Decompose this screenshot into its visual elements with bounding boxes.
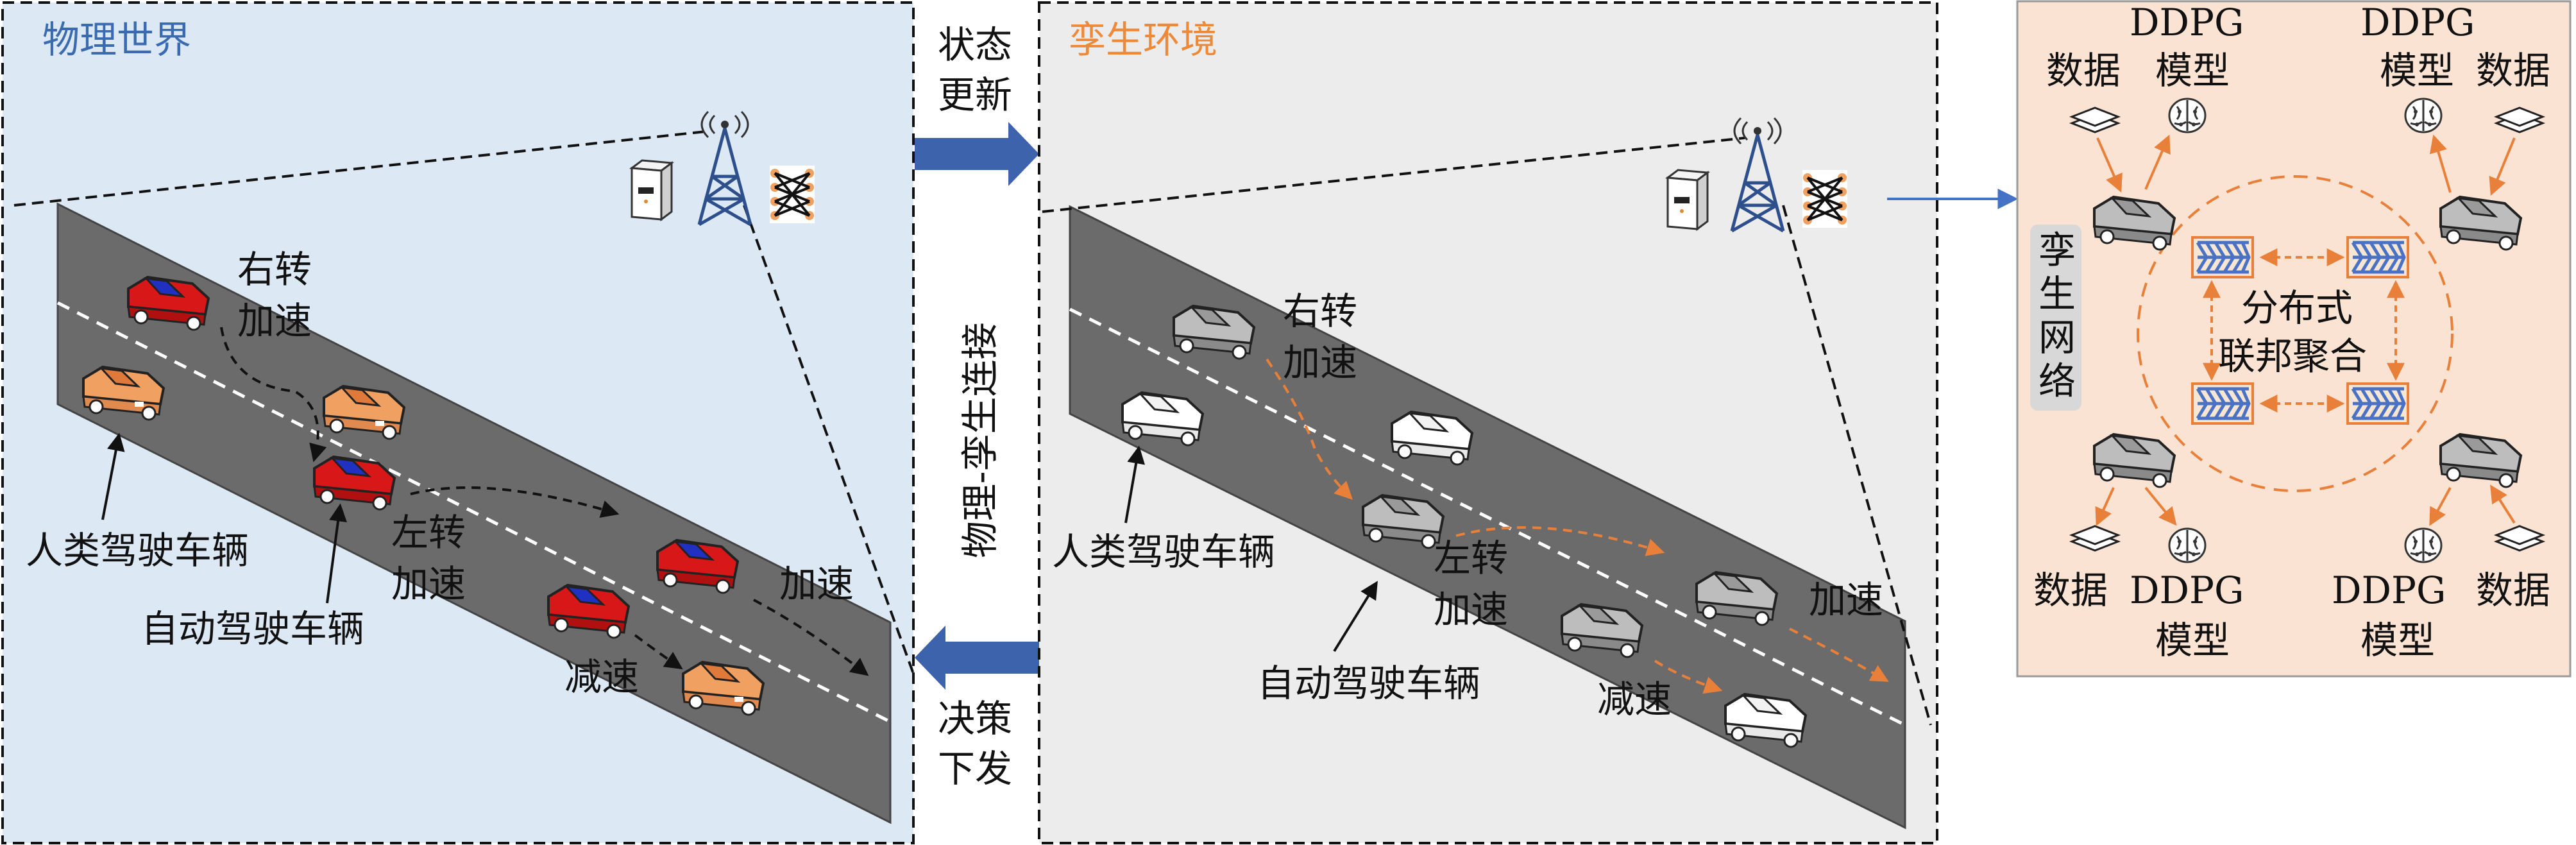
trajectory-arrow bbox=[1455, 526, 1665, 556]
neural-network-icon bbox=[1801, 169, 1849, 229]
label-human-vehicle: 人类驾驶车辆 bbox=[1052, 530, 1275, 574]
bl-model-label-2: 模型 bbox=[2155, 619, 2230, 662]
center-label-1: 分布式 bbox=[2241, 286, 2353, 330]
pointer-arrow bbox=[1124, 445, 1145, 524]
physical-lane-divider bbox=[56, 301, 892, 724]
pointer-arrow bbox=[1333, 581, 1378, 653]
tr-data-label: 数据 bbox=[2476, 49, 2550, 92]
twin-network-char: 生 bbox=[2038, 272, 2076, 316]
flow-arrow bbox=[2095, 487, 2115, 527]
aggregation-node bbox=[2192, 384, 2253, 423]
server-icon bbox=[631, 159, 673, 221]
brain-icon bbox=[2168, 98, 2207, 133]
label-turn-right-2: 加速 bbox=[237, 299, 312, 343]
trajectory-arrow bbox=[634, 634, 683, 670]
flow-arrow bbox=[2096, 137, 2123, 193]
label-turn-left-1: 左转 bbox=[1434, 536, 1508, 580]
center-label-2: 联邦聚合 bbox=[2218, 334, 2367, 378]
coverage-line bbox=[13, 130, 706, 207]
twin-network-char: 网 bbox=[2038, 316, 2076, 359]
trajectory-arrow bbox=[753, 599, 869, 676]
twin-environment-panel: 孪生环境 右转 加速 左转 加速 加速 减速 人类驾驶车辆 自动驾驶车辆 bbox=[1038, 1, 2019, 844]
state-update-2: 更新 bbox=[938, 73, 1012, 117]
aggregation-node bbox=[2348, 237, 2408, 277]
coverage-line bbox=[1782, 205, 1932, 726]
brain-icon bbox=[2404, 98, 2443, 133]
label-turn-right-1: 右转 bbox=[1283, 289, 1357, 333]
federated-panel: 孪 生 网 络 分布式 联邦聚合 数据 DDPG 模型 DDPG 模型 数据 bbox=[2016, 0, 2572, 678]
server-icon bbox=[1666, 169, 1709, 230]
decision-arrow bbox=[915, 626, 1039, 690]
flow-arrow bbox=[2144, 486, 2177, 526]
label-auto-vehicle: 自动驾驶车辆 bbox=[1257, 661, 1480, 705]
twin-title: 孪生环境 bbox=[1069, 18, 1217, 62]
physical-world-panel: 物理世界 右转 加速 左转 加速 加速 减速 人类驾驶车辆 bbox=[1, 1, 915, 844]
label-decelerate: 减速 bbox=[1597, 678, 1672, 721]
flow-arrow bbox=[2489, 137, 2516, 196]
label-auto-vehicle: 自动驾驶车辆 bbox=[141, 607, 364, 651]
label-decelerate: 减速 bbox=[564, 655, 639, 699]
brain-icon bbox=[2404, 527, 2443, 563]
pointer-arrow bbox=[326, 503, 347, 604]
label-turn-left-2: 加速 bbox=[1434, 588, 1508, 631]
flow-arrow bbox=[2429, 487, 2452, 526]
label-turn-right-2: 加速 bbox=[1283, 341, 1357, 384]
label-turn-right-1: 右转 bbox=[237, 248, 312, 291]
trajectory-arrow bbox=[1789, 627, 1889, 682]
tr-model-label-2: 模型 bbox=[2380, 49, 2454, 92]
br-model-label-1: DDPG bbox=[2332, 568, 2446, 612]
neural-network-icon bbox=[768, 164, 816, 225]
trajectory-arrow bbox=[1266, 358, 1353, 500]
flow-arrow bbox=[2144, 134, 2171, 190]
decision-2: 下发 bbox=[938, 747, 1012, 790]
trajectory-arrow bbox=[1654, 660, 1723, 694]
label-human-vehicle: 人类驾驶车辆 bbox=[26, 529, 249, 572]
state-update-arrow bbox=[915, 122, 1039, 186]
tr-model-label-1: DDPG bbox=[2360, 1, 2475, 44]
label-accelerate: 加速 bbox=[779, 562, 854, 606]
trajectory-arrow bbox=[410, 486, 620, 518]
connection-strip: 状态 更新 物理-孪生连接 决策 下发 bbox=[915, 23, 1039, 790]
label-turn-left-1: 左转 bbox=[391, 511, 466, 554]
brain-icon bbox=[2168, 527, 2207, 563]
tl-model-label-2: 模型 bbox=[2155, 49, 2230, 92]
physical-title: 物理世界 bbox=[42, 18, 191, 62]
pointer-arrow bbox=[101, 432, 125, 520]
aggregation-node bbox=[2192, 237, 2253, 277]
flow-arrow bbox=[2489, 484, 2516, 524]
twin-network-char: 孪 bbox=[2038, 228, 2076, 272]
label-accelerate: 加速 bbox=[1809, 578, 1883, 622]
br-model-label-2: 模型 bbox=[2360, 619, 2435, 662]
flow-arrow bbox=[2429, 134, 2452, 193]
decision-1: 决策 bbox=[938, 697, 1012, 740]
twin-network-char: 络 bbox=[2038, 359, 2076, 403]
aggregation-node bbox=[2348, 384, 2408, 423]
tl-data-label: 数据 bbox=[2046, 49, 2121, 92]
br-data-label: 数据 bbox=[2476, 568, 2550, 612]
aggregation-ring bbox=[2137, 175, 2453, 492]
bl-model-label-1: DDPG bbox=[2130, 568, 2244, 612]
bl-data-label: 数据 bbox=[2033, 568, 2108, 612]
tl-model-label-1: DDPG bbox=[2130, 1, 2244, 44]
twin-network-box bbox=[2030, 225, 2081, 411]
state-update-1: 状态 bbox=[938, 23, 1012, 67]
coverage-line bbox=[1042, 137, 1745, 213]
label-turn-left-2: 加速 bbox=[391, 562, 466, 606]
coverage-line bbox=[743, 205, 915, 674]
connection-label: 物理-孪生连接 bbox=[958, 322, 1002, 558]
twin-lane-divider bbox=[1069, 307, 1906, 727]
